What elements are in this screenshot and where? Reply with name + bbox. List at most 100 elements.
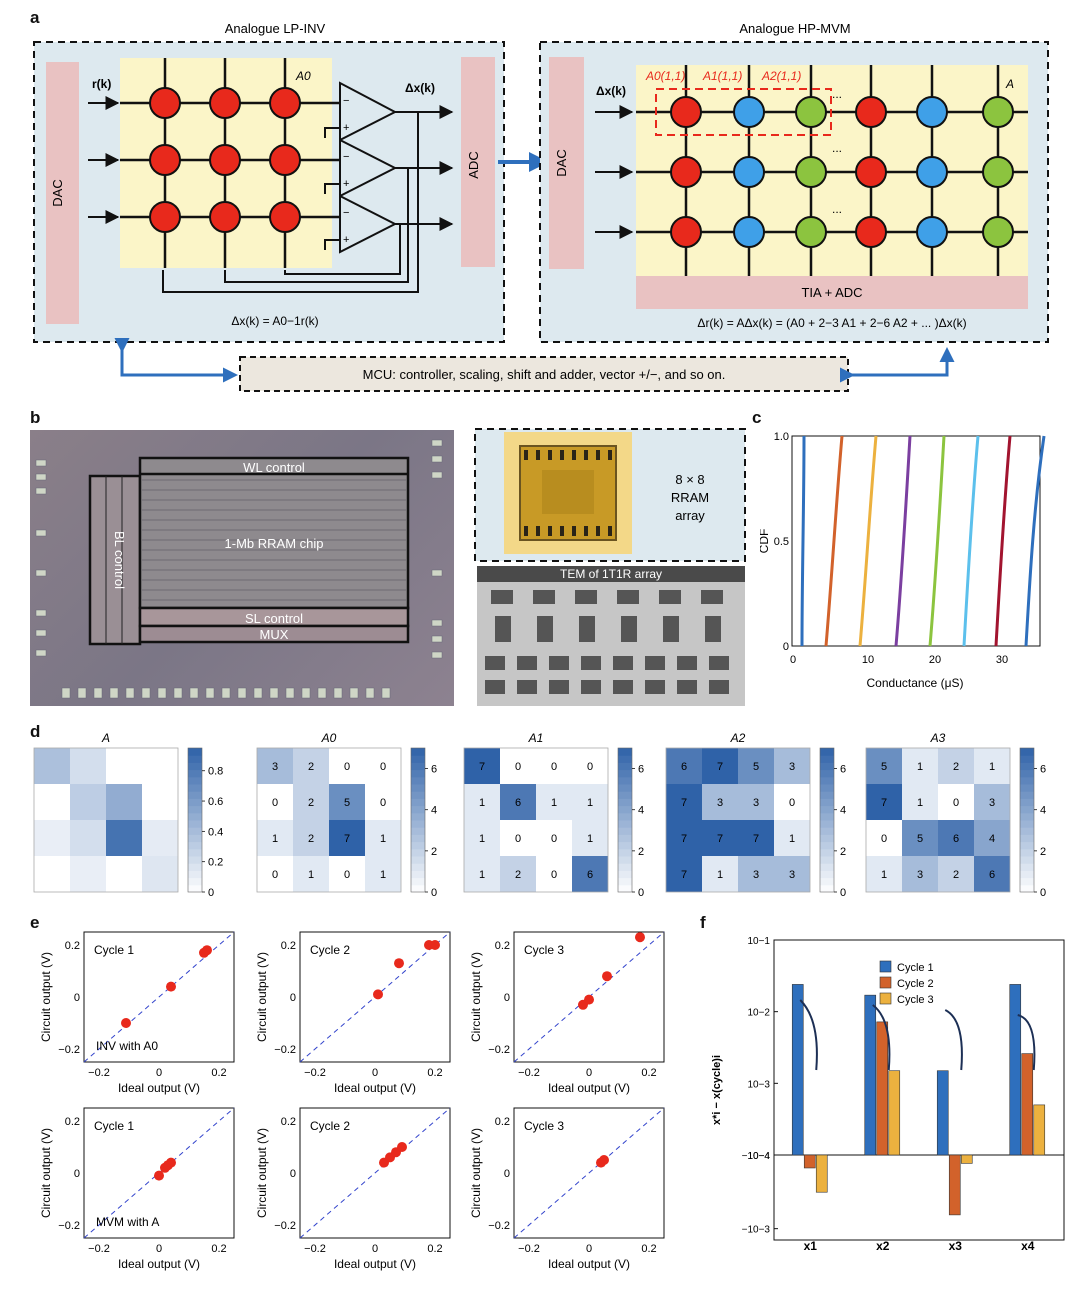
rram-cell <box>149 144 181 176</box>
scatter-title: Cycle 2 <box>310 1119 350 1133</box>
colorbar-step <box>188 848 202 857</box>
heatmap-cell <box>738 856 774 892</box>
heatmap-value: 2 <box>953 869 959 881</box>
heatmap-cell <box>464 856 500 892</box>
svg-text:−: − <box>343 151 349 163</box>
scatter-ylabel: Circuit output (V) <box>469 1128 483 1218</box>
f-bar <box>1021 1053 1034 1156</box>
f-ytick-label: 10−2 <box>747 1008 770 1019</box>
heatmap-value: 6 <box>681 761 687 773</box>
heatmap: A00.20.40.60.8 <box>33 731 223 899</box>
tia-adc-block <box>636 276 1028 309</box>
heatmap-cell <box>866 784 902 820</box>
heatmap-value: 6 <box>587 869 593 881</box>
heatmap-value: 1 <box>587 797 593 809</box>
c-xtick: 10 <box>862 654 874 666</box>
colorbar-step <box>188 755 202 763</box>
f-ylabel: x*i − x(cycle)i <box>711 1055 723 1125</box>
colorbar-tick-label: 6 <box>840 764 846 776</box>
colorbar-step <box>411 856 425 864</box>
colorbar-step <box>188 805 202 814</box>
heatmap-value: 0 <box>344 761 350 773</box>
svg-text:−: − <box>343 95 349 107</box>
rram-cell <box>209 144 241 176</box>
heatmap-cell <box>70 856 106 892</box>
colorbar-step <box>188 884 202 893</box>
colorbar-step <box>820 791 834 799</box>
scatter-frame <box>513 931 665 1063</box>
mvm-equation: Δr(k) = AΔx(k) = (A0 + 2−3 A1 + 2−6 A2 +… <box>697 316 966 330</box>
colorbar-step <box>188 841 202 850</box>
colorbar-tick-label: 0.6 <box>208 796 223 808</box>
heatmap-value: 0 <box>380 797 386 809</box>
colorbar-tick-label: 0.4 <box>208 826 223 838</box>
f-legend-label: Cycle 1 <box>897 962 934 974</box>
colorbar-tick-label: 0 <box>840 887 846 899</box>
panel-letter-f: f <box>700 913 706 932</box>
colorbar-frame <box>410 747 426 893</box>
heatmap-value: 3 <box>789 869 795 881</box>
heatmap-value: 4 <box>989 833 995 845</box>
heatmap-value: 7 <box>681 797 687 809</box>
rram-cell <box>916 96 948 128</box>
scatter-xlabel: Ideal output (V) <box>548 1081 630 1095</box>
A21-label: A2(1,1) <box>761 69 801 83</box>
rram-label-2: RRAM <box>671 490 709 505</box>
colorbar-step <box>618 841 632 850</box>
heatmap-cell <box>34 856 70 892</box>
f-category-label: x4 <box>1021 1239 1035 1250</box>
rram-cell <box>670 96 702 128</box>
heatmap-cell <box>702 820 738 856</box>
rram-cell <box>855 156 887 188</box>
heatmap-cell <box>666 856 702 892</box>
svg-text:+: + <box>343 122 349 134</box>
f-bar <box>888 1070 901 1156</box>
heatmap-value: 6 <box>989 869 995 881</box>
colorbar-step <box>618 827 632 835</box>
scatter-xtick: 0.2 <box>641 1243 656 1255</box>
scatter-xlabel: Ideal output (V) <box>548 1257 630 1271</box>
f-legend-label: Cycle 2 <box>897 978 934 990</box>
colorbar-step <box>618 870 632 879</box>
heatmap-value: 0 <box>551 869 557 881</box>
colorbar-step <box>411 884 425 893</box>
c-xtick: 0 <box>790 654 796 666</box>
heatmap-cell <box>572 856 608 892</box>
rram-cell <box>795 96 827 128</box>
heatmap-value: 7 <box>479 761 485 773</box>
heatmap-cell <box>500 748 536 784</box>
heatmap-value: 1 <box>272 833 278 845</box>
mux-label: MUX <box>260 627 289 642</box>
colorbar-step <box>1020 784 1034 792</box>
heatmap-cell <box>365 784 401 820</box>
tia-adc-label: TIA + ADC <box>801 285 862 300</box>
rram-cell <box>269 144 301 176</box>
colorbar-step <box>618 748 632 756</box>
heatmap-cell <box>902 748 938 784</box>
heatmap-value: 1 <box>789 833 795 845</box>
scatter-point <box>166 981 176 992</box>
heatmap-value: 1 <box>479 797 485 809</box>
heatmap-value: 1 <box>917 797 923 809</box>
colorbar-step <box>618 863 632 871</box>
colorbar-step <box>188 827 202 835</box>
c-ytick: 0.5 <box>774 536 789 548</box>
heatmap-value: 2 <box>308 797 314 809</box>
heatmap-cell <box>365 820 401 856</box>
heatmap-cell <box>500 820 536 856</box>
heatmap-title: A2 <box>730 731 746 745</box>
highlight-box <box>655 88 832 136</box>
scatter-xtick: 0 <box>156 1243 162 1255</box>
colorbar-step <box>1020 856 1034 864</box>
heatmap-cell <box>142 748 178 784</box>
A01-label: A0(1,1) <box>645 69 685 83</box>
c-xlabel: Conductance (μS) <box>867 676 964 690</box>
colorbar-step <box>618 798 632 807</box>
heatmap-title: A0 <box>321 731 337 745</box>
scatter-title: Cycle 2 <box>310 943 350 957</box>
mvm-dac-label: DAC <box>554 149 569 176</box>
heatmap-cell <box>738 820 774 856</box>
colorbar-step <box>188 769 202 778</box>
